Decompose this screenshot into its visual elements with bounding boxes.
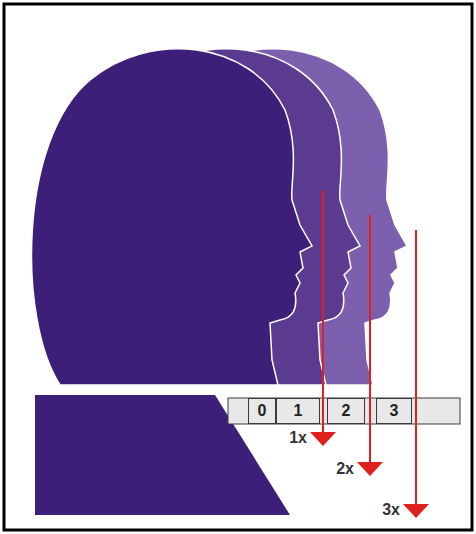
arrows (310, 190, 429, 518)
scale-bar (228, 398, 460, 424)
scale-number: 3 (390, 402, 399, 420)
frame (4, 4, 472, 530)
magnification-label: 3x (382, 501, 400, 519)
shoulder (35, 395, 290, 515)
scale-cell: 3 (376, 398, 412, 424)
scale-cell: 0 (248, 398, 276, 424)
scale-cell: 1 (276, 398, 320, 424)
scale-number: 1 (294, 402, 303, 420)
magnification-label: 1x (289, 429, 307, 447)
scale-cell: 2 (327, 398, 365, 424)
head-dark (32, 49, 312, 385)
scale-number: 2 (342, 402, 351, 420)
magnification-label: 2x (336, 460, 354, 478)
scale-number: 0 (258, 402, 267, 420)
